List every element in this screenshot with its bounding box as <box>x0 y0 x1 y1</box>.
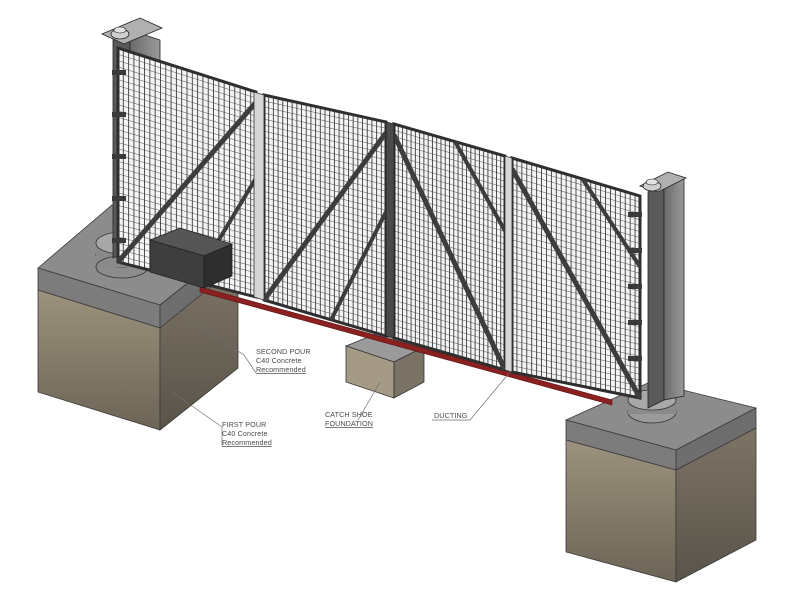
catch-shoe-title: CATCH SHOE <box>325 410 373 419</box>
callout-catch-shoe: CATCH SHOE FOUNDATION <box>325 381 381 428</box>
hinge-bracket <box>628 356 642 361</box>
second-pour-title: SECOND POUR <box>256 347 311 356</box>
gate-leaves <box>112 45 643 400</box>
hinge-bracket <box>112 196 126 201</box>
right-first-pour-side <box>675 427 757 583</box>
right-foundation <box>564 381 758 583</box>
hinge-bracket <box>628 320 642 325</box>
hinge-bracket <box>112 238 126 243</box>
gate-leaf-3 <box>391 122 508 372</box>
hinge-bracket <box>112 154 126 159</box>
catch-shoe-foundation <box>344 332 426 399</box>
gate-motor-box <box>148 227 234 289</box>
first-pour-title: FIRST POUR <box>222 420 266 429</box>
ducting-label: DUCTING <box>434 411 468 420</box>
catch-shoe-subtitle: FOUNDATION <box>325 419 373 428</box>
gate-leaf-2 <box>261 93 389 339</box>
first-pour-spec: C40 Concrete <box>222 429 268 438</box>
callout-ducting: DUCTING <box>432 371 511 421</box>
first-pour-note: Recommended <box>222 438 272 447</box>
second-pour-spec: C40 Concrete <box>256 356 302 365</box>
gate-leaf-1 <box>116 45 258 299</box>
hinge-bracket <box>112 112 126 117</box>
right-post <box>638 171 688 409</box>
callout-second-pour: SECOND POUR C40 Concrete Recommended <box>177 311 311 374</box>
hinge-bracket <box>112 70 126 75</box>
gate-leaf-4 <box>509 155 643 400</box>
hinge-bracket <box>628 248 642 253</box>
hinge-bracket <box>628 212 642 217</box>
second-pour-note: Recommended <box>256 365 306 374</box>
hinge-bracket <box>628 284 642 289</box>
leaf-hinge-tubes <box>253 91 513 373</box>
callout-first-pour: FIRST POUR C40 Concrete Recommended <box>171 391 272 447</box>
